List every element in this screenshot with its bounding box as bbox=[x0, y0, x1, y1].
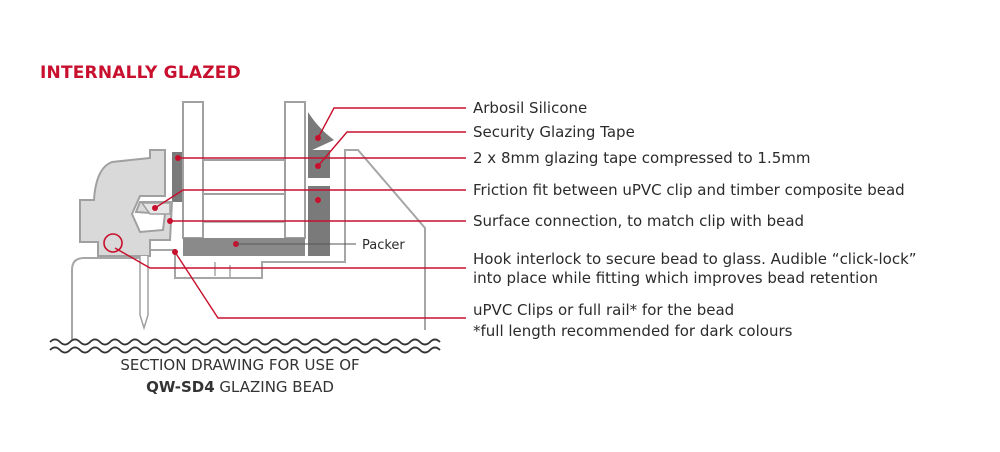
callout-dark-colours-note: *full length recommended for dark colour… bbox=[473, 322, 793, 340]
callout-hook-interlock-line1: Hook interlock to secure bead to glass. … bbox=[473, 250, 917, 268]
leader-lines bbox=[114, 107, 466, 319]
spacer-bar bbox=[202, 159, 286, 195]
fixing-pin bbox=[139, 256, 149, 331]
caption-line-1: SECTION DRAWING FOR USE OF bbox=[120, 356, 360, 374]
callout-hook-interlock-line2: into place while fitting which improves … bbox=[473, 269, 879, 287]
packer-label: Packer bbox=[362, 238, 405, 253]
callout-glazing-tape-compressed: 2 x 8mm glazing tape compressed to 1.5mm bbox=[473, 149, 811, 167]
leader-upvc-clips bbox=[174, 251, 466, 319]
section-break-line-2 bbox=[49, 346, 441, 354]
frame-inner-line bbox=[214, 262, 231, 278]
leader-hook-interlock bbox=[114, 247, 466, 269]
callout-arbosil-silicone: Arbosil Silicone bbox=[473, 99, 588, 117]
packer-block bbox=[183, 238, 305, 256]
leader-arbosil bbox=[317, 107, 466, 139]
caption-line-2: QW-SD4 GLAZING BEAD bbox=[60, 378, 420, 396]
leader-friction-fit bbox=[154, 189, 466, 209]
glass-pane-inner bbox=[182, 101, 204, 239]
frame-outline bbox=[71, 149, 426, 340]
hook-interlock-marker bbox=[103, 233, 123, 253]
inner-glazing-tape bbox=[172, 152, 182, 202]
callout-friction-fit: Friction fit between uPVC clip and timbe… bbox=[473, 181, 905, 199]
diagram-heading: INTERNALLY GLAZED bbox=[40, 63, 241, 83]
caption-product-code: QW-SD4 bbox=[146, 378, 215, 396]
callout-upvc-clips: uPVC Clips or full rail* for the bead bbox=[473, 301, 735, 319]
callout-security-glazing-tape: Security Glazing Tape bbox=[473, 123, 635, 141]
glazing-bead-profile bbox=[79, 149, 174, 257]
callout-surface-connection: Surface connection, to match clip with b… bbox=[473, 212, 805, 230]
leader-security-tape bbox=[317, 131, 466, 167]
glass-pane-outer bbox=[284, 101, 306, 239]
caption-line-2-rest: GLAZING BEAD bbox=[214, 378, 334, 396]
section-break-line-1 bbox=[49, 338, 441, 346]
